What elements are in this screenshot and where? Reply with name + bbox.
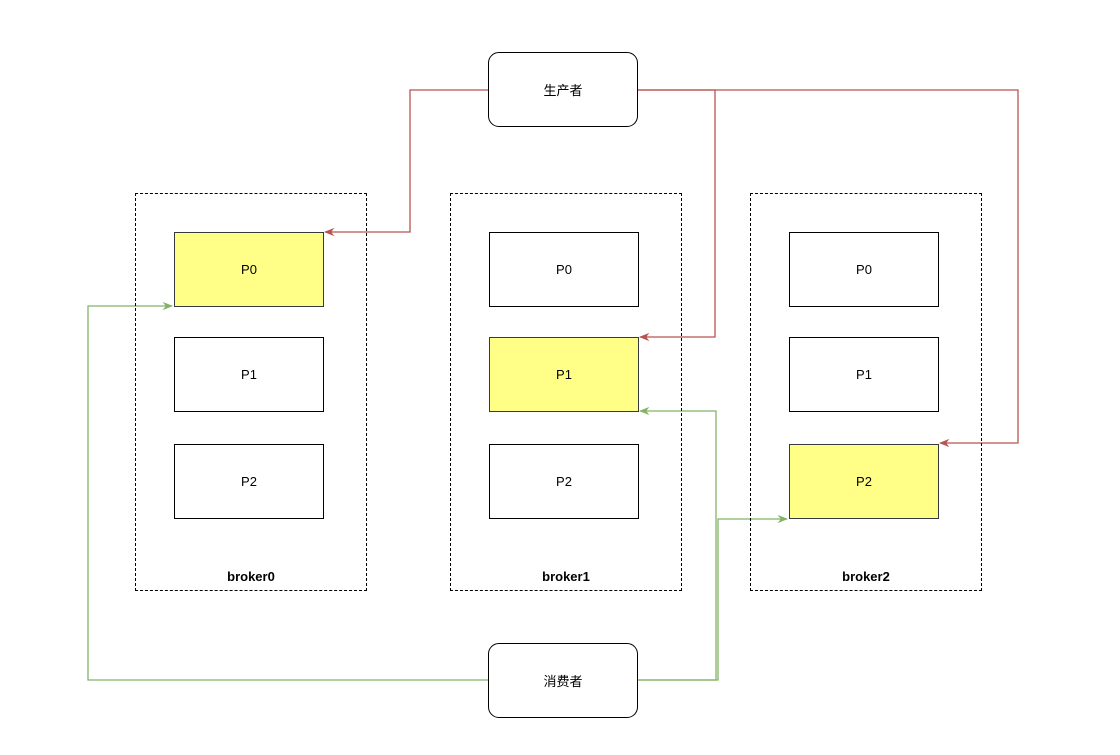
broker0-label: broker0 bbox=[227, 569, 275, 584]
producer-label: 生产者 bbox=[543, 84, 583, 99]
producer-to-broker2-p2-link bbox=[638, 89, 1019, 448]
partition-label: P1 bbox=[856, 367, 872, 382]
partition-label: P2 bbox=[856, 474, 872, 489]
partition-label: P0 bbox=[856, 262, 872, 277]
consumer-node: 消费者 bbox=[488, 643, 638, 718]
broker-0: P0 P1 P2 broker0 bbox=[135, 193, 367, 591]
consumer-to-broker2-p2-link bbox=[638, 514, 789, 681]
partition-label: P2 bbox=[241, 474, 257, 489]
broker2-partition-p0: P0 bbox=[789, 232, 939, 307]
broker1-partition-p0: P0 bbox=[489, 232, 639, 307]
partition-label: P0 bbox=[241, 262, 257, 277]
broker1-label: broker1 bbox=[542, 569, 590, 584]
partition-label: P1 bbox=[556, 367, 572, 382]
broker0-partition-p0: P0 bbox=[174, 232, 324, 307]
consumer-to-broker0-p0-link bbox=[87, 301, 488, 681]
broker1-partition-p1: P1 bbox=[489, 337, 639, 412]
broker2-label: broker2 bbox=[842, 569, 890, 584]
producer-to-broker0-p0-link bbox=[323, 89, 488, 237]
consumer-label: 消费者 bbox=[543, 675, 583, 690]
broker-1: P0 P1 P2 broker1 bbox=[450, 193, 682, 591]
broker2-partition-p1: P1 bbox=[789, 337, 939, 412]
broker1-partition-p2: P2 bbox=[489, 444, 639, 519]
broker-2: P0 P1 P2 broker2 bbox=[750, 193, 982, 591]
partition-label: P0 bbox=[556, 262, 572, 277]
broker0-partition-p2: P2 bbox=[174, 444, 324, 519]
partition-label: P1 bbox=[241, 367, 257, 382]
broker0-partition-p1: P1 bbox=[174, 337, 324, 412]
broker2-partition-p2: P2 bbox=[789, 444, 939, 519]
partition-label: P2 bbox=[556, 474, 572, 489]
producer-node: 生产者 bbox=[488, 52, 638, 127]
